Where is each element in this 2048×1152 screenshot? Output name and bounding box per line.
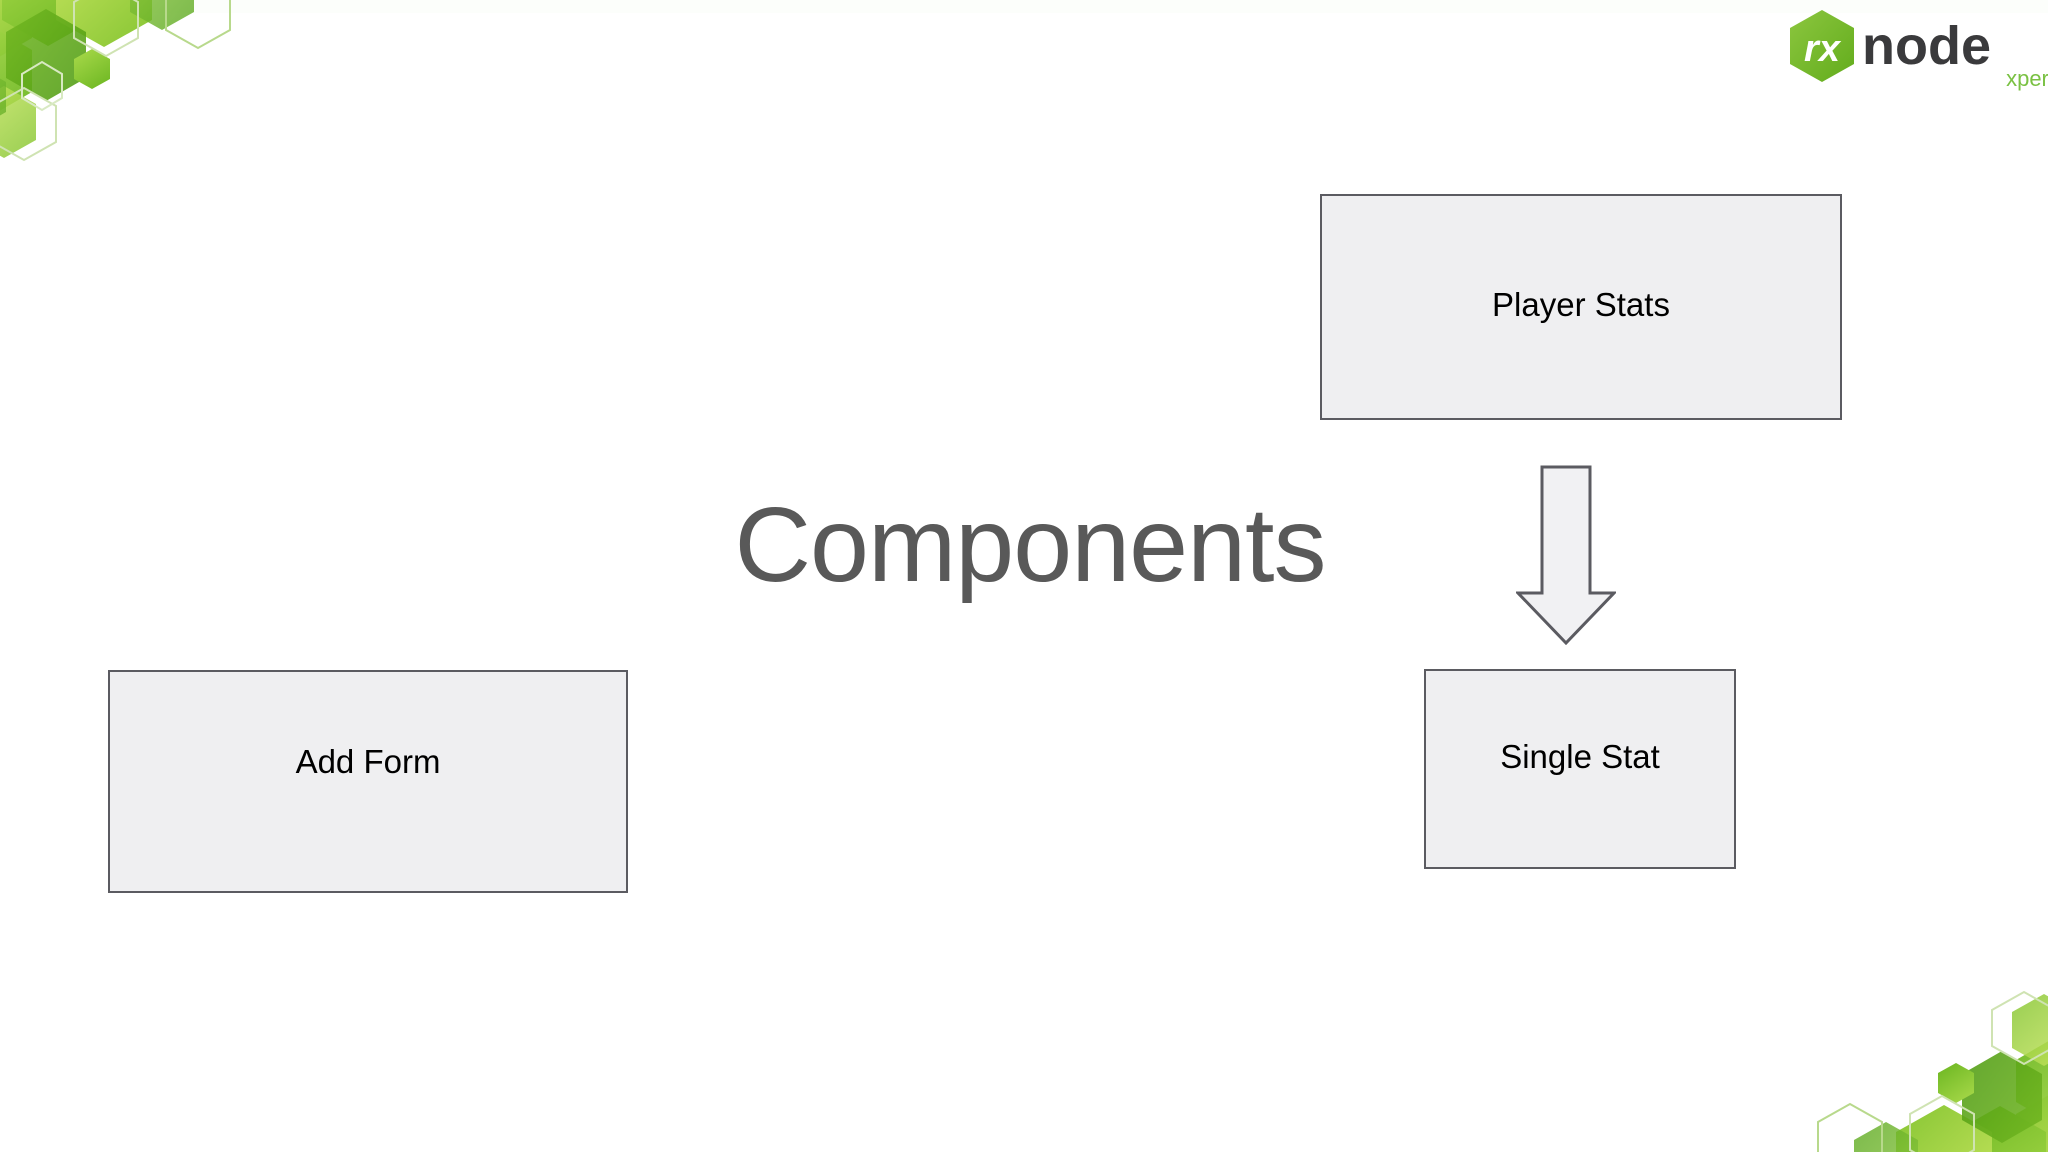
diagram-box-label: Player Stats — [1492, 285, 1670, 323]
arrow-down-icon — [1514, 465, 1618, 646]
hexagon-decoration-bottom-right — [1778, 978, 2048, 1152]
nodexperts-logo: rx node xperts — [1788, 8, 2048, 92]
diagram-box-single-stat[interactable]: Single Stat — [1424, 669, 1736, 869]
top-tint-band — [0, 0, 2048, 13]
svg-text:rx: rx — [1804, 28, 1842, 70]
diagram-box-player-stats[interactable]: Player Stats — [1320, 194, 1842, 420]
diagram-box-label: Single Stat — [1500, 737, 1660, 775]
diagram-box-label: Add Form — [295, 743, 441, 781]
page-title: Components — [734, 486, 1326, 604]
rx-hexagon-icon: rx — [1790, 10, 1854, 82]
diagram-box-add-form[interactable]: Add Form — [108, 670, 628, 893]
logo-wordmark: node — [1862, 16, 1991, 76]
logo-tagline: xperts — [2006, 66, 2048, 91]
hexagon-decoration-top-left — [0, 0, 270, 174]
